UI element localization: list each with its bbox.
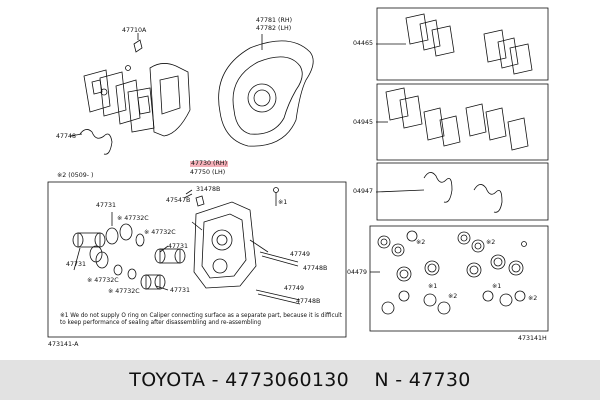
label-kit-star2-d: ※2 xyxy=(528,295,538,302)
label-47732c-b: ※ 47732C xyxy=(144,229,176,236)
label-47730-highlighted: 47730 (RH) xyxy=(190,160,229,168)
label-star1: ※1 xyxy=(278,199,288,206)
label-47547b: 47547B xyxy=(166,197,191,204)
label-kit-star2-c: ※2 xyxy=(448,293,458,300)
label-ref-date: ※2 (0509- ) xyxy=(57,172,94,179)
label-47781: 47781 (RH) xyxy=(256,17,293,24)
ref-number: 47730 xyxy=(408,369,471,391)
leader-47748 xyxy=(69,133,83,137)
label-kit-star1-a: ※1 xyxy=(428,283,438,290)
parts-diagram: 47710A 47781 (RH) 47782 (LH) 47748 47730… xyxy=(47,7,549,348)
dust-shield-drawing xyxy=(218,34,314,147)
shim-kit-drawing xyxy=(376,87,529,151)
clip-drawing xyxy=(133,39,143,53)
label-47748b-a: 47748B xyxy=(303,265,328,272)
caliper-body-drawing xyxy=(191,195,269,289)
piston-seal-drawing xyxy=(72,223,186,290)
label-04479: 04479 xyxy=(347,269,368,276)
part-number: 4773060130 xyxy=(225,369,350,391)
label-47731-d: 47731 xyxy=(170,287,191,294)
label-47710a: 47710A xyxy=(122,27,147,34)
brand-name: TOYOTA xyxy=(129,369,206,391)
label-47749-b: 47749 xyxy=(284,285,305,292)
fitting-kit-frame xyxy=(376,162,549,221)
fitting-kit-drawing xyxy=(375,172,503,213)
label-47782: 47782 (LH) xyxy=(256,25,292,32)
label-04465: 04465 xyxy=(353,40,374,47)
label-04945: 04945 xyxy=(353,119,374,126)
cylinder-kit-drawing xyxy=(370,230,527,315)
spring-47748-drawing xyxy=(79,129,113,155)
ref-code-right: 473141H xyxy=(518,335,547,342)
label-47731-c: 47731 xyxy=(66,261,87,268)
label-47732c-a: ※ 47732C xyxy=(117,215,149,222)
part-footer: TOYOTA - 4773060130 N - 47730 xyxy=(0,360,600,400)
diagram-drawing xyxy=(47,7,549,338)
caliper-frame xyxy=(47,181,347,338)
label-47731-b: 47731 xyxy=(168,243,189,250)
footnote: ※1 We do not supply O ring on Caliper co… xyxy=(60,313,342,327)
separator: - xyxy=(205,369,226,391)
ref-code-left: 473141-A xyxy=(48,341,79,348)
screw-31478B xyxy=(183,189,193,199)
label-47731-a: 47731 xyxy=(96,202,117,209)
pin-47749-lower xyxy=(255,289,301,301)
label-47732c-c: ※ 47732C xyxy=(87,277,119,284)
label-47750: 47750 (LH) xyxy=(190,169,226,176)
separator: N - xyxy=(349,369,409,391)
shim-kit-frame xyxy=(376,83,549,161)
label-47749-a: 47749 xyxy=(290,251,311,258)
brake-pads-drawing xyxy=(83,63,191,137)
pin-47749-upper xyxy=(259,251,299,263)
label-47748b-b: 47748B xyxy=(296,298,321,305)
label-kit-star2-a: ※2 xyxy=(416,239,426,246)
label-47732c-d: ※ 47732C xyxy=(108,288,140,295)
label-04947: 04947 xyxy=(353,188,374,195)
cylinder-kit-frame xyxy=(369,225,549,332)
pad-set-drawing xyxy=(376,13,533,75)
label-31478b: 31478B xyxy=(196,186,221,193)
label-47748: 47748 xyxy=(56,133,77,140)
label-kit-star1-b: ※1 xyxy=(492,283,502,290)
label-kit-star2-b: ※2 xyxy=(486,239,496,246)
